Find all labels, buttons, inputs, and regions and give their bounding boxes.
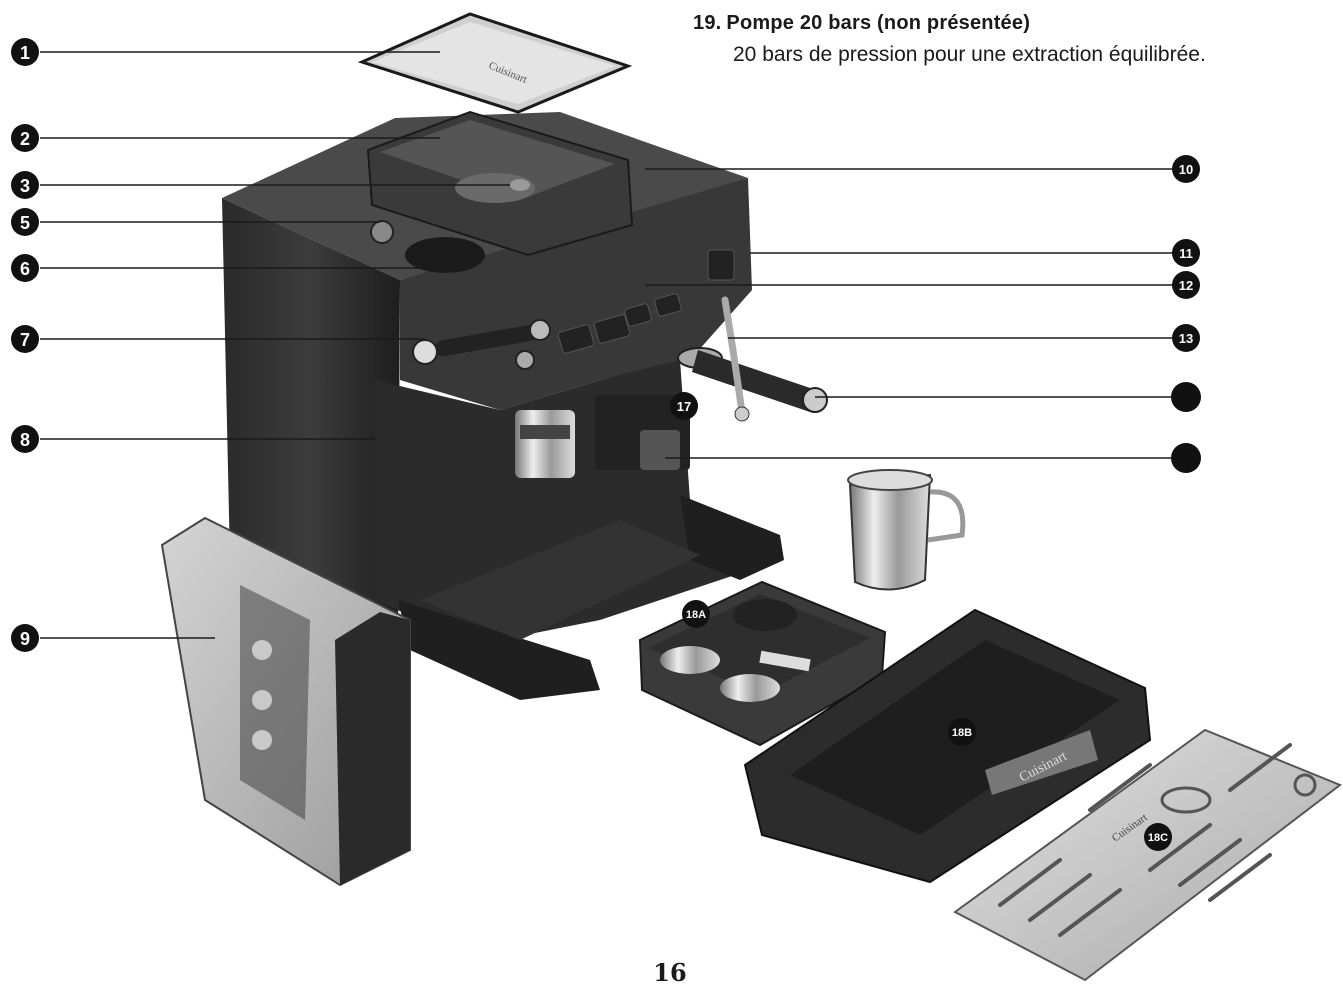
milk-jug — [847, 469, 966, 591]
callout-badge: 11 — [1172, 239, 1200, 267]
callout-badge: 13 — [1172, 324, 1200, 352]
svg-text:7: 7 — [20, 330, 30, 350]
drip-grate: Cuisinart — [953, 728, 1342, 982]
steam-wand — [721, 296, 750, 422]
feature-number: 19. — [693, 12, 722, 34]
callout-badge: 12 — [1172, 271, 1200, 299]
callout-badge: 7 — [11, 325, 39, 353]
svg-text:18A: 18A — [686, 609, 706, 621]
callout-badge: 3 — [11, 171, 39, 199]
callout-badge — [1171, 382, 1201, 412]
callout-badge-18a: 18A — [682, 600, 710, 628]
callout-badge: 8 — [11, 425, 39, 453]
svg-text:18B: 18B — [952, 727, 972, 739]
callout-badge: 1 — [11, 38, 39, 66]
callouts-left: 1 2 3 5 6 7 8 9 — [11, 38, 39, 652]
svg-text:8: 8 — [20, 430, 30, 450]
callout-badge: 10 — [1172, 155, 1200, 183]
svg-text:3: 3 — [20, 176, 30, 196]
callout-badge-17: 17 — [670, 392, 698, 420]
svg-text:5: 5 — [20, 213, 30, 233]
feature-title-text: Pompe 20 bars (non présentée) — [726, 12, 1031, 34]
leader-lines-left — [40, 51, 510, 639]
svg-text:1: 1 — [20, 43, 30, 63]
svg-text:18C: 18C — [1148, 832, 1168, 844]
bean-hopper-lid: Cuisinart — [357, 12, 633, 114]
svg-text:9: 9 — [20, 629, 30, 649]
svg-text:11: 11 — [1179, 246, 1193, 261]
feature-header: 19.Pompe 20 bars (non présentée) 20 bars… — [693, 10, 1343, 68]
feature-title: 19.Pompe 20 bars (non présentée) — [693, 10, 1343, 36]
callouts-right: 10 11 12 13 — [1171, 155, 1201, 473]
svg-text:2: 2 — [20, 129, 30, 149]
feature-description: 20 bars de pression pour une extraction … — [733, 43, 1206, 66]
callout-badge: 9 — [11, 624, 39, 652]
bean-hopper — [366, 110, 634, 257]
page-number: 16 — [653, 958, 687, 987]
svg-text:13: 13 — [1179, 331, 1193, 346]
callout-badge: 5 — [11, 208, 39, 236]
svg-text:10: 10 — [1179, 162, 1193, 177]
svg-text:12: 12 — [1179, 278, 1193, 293]
inline-badges: 17 18A 18B 18C — [670, 392, 1172, 851]
callout-badge — [1171, 443, 1201, 473]
water-tank — [160, 516, 411, 887]
callout-badge: 2 — [11, 124, 39, 152]
callout-badge-18b: 18B — [948, 718, 976, 746]
callout-badge: 6 — [11, 254, 39, 282]
brew-group — [515, 395, 690, 478]
steam-knob — [412, 319, 551, 370]
callout-badge-18c: 18C — [1144, 823, 1172, 851]
leader-lines-right — [645, 168, 1172, 459]
svg-text:17: 17 — [677, 399, 691, 414]
svg-text:6: 6 — [20, 259, 30, 279]
portafilter — [677, 347, 828, 413]
